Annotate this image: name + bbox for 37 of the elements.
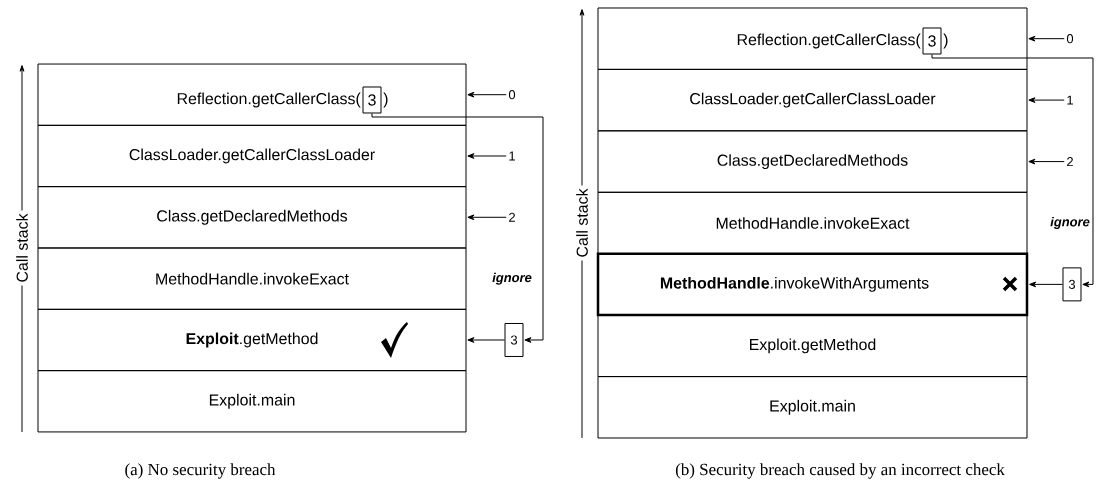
stack-frame: Exploit.main bbox=[597, 376, 1028, 439]
stack-frame: Class.getDeclaredMethods bbox=[597, 130, 1028, 193]
frame-index-box: 3 bbox=[1062, 267, 1082, 302]
arrow bbox=[467, 91, 507, 98]
argument-box: 3 bbox=[922, 27, 942, 55]
axis-label: Call stack bbox=[13, 210, 31, 286]
stack-frame: MethodHandle.invokeExact bbox=[37, 247, 467, 310]
arrow bbox=[467, 214, 507, 221]
stack-frame: MethodHandle.invokeExact bbox=[597, 191, 1028, 255]
arrow bbox=[467, 153, 507, 159]
arrow bbox=[467, 337, 505, 343]
frame-index-box: 3 bbox=[504, 323, 524, 357]
frame-index: 0 bbox=[508, 90, 516, 100]
stack-frame: Exploit.getMethod bbox=[37, 308, 467, 372]
arrow bbox=[371, 113, 544, 343]
frame-index: 2 bbox=[509, 212, 515, 222]
stack-frame: Class.getDeclaredMethods bbox=[37, 186, 467, 249]
caption: (b) Security breach caused by an incorrect check bbox=[675, 463, 1005, 479]
stack-frame: MethodHandle.invokeWithArguments bbox=[596, 252, 1029, 317]
frame-index: 1 bbox=[1067, 95, 1073, 105]
stack-frame: ClassLoader.getCallerClassLoader bbox=[37, 124, 467, 188]
stack-frame: Exploit.main bbox=[37, 370, 467, 433]
frame-index: 0 bbox=[1066, 34, 1074, 44]
stack-frame: Exploit.getMethod bbox=[597, 314, 1028, 378]
arrow bbox=[1028, 158, 1065, 165]
arrow bbox=[1028, 97, 1065, 103]
arrow bbox=[1029, 281, 1063, 288]
note-label: ignore bbox=[492, 272, 532, 285]
arrow bbox=[1028, 35, 1065, 42]
caption: (a) No security breach bbox=[125, 463, 276, 479]
frame-index: 2 bbox=[1067, 157, 1073, 167]
note-label: ignore bbox=[1050, 216, 1090, 229]
argument-box: 3 bbox=[362, 86, 382, 114]
frame-index: 1 bbox=[509, 151, 515, 161]
axis-label: Call stack bbox=[573, 185, 591, 261]
arrow bbox=[931, 54, 1094, 288]
stack-frame: ClassLoader.getCallerClassLoader bbox=[597, 68, 1028, 132]
